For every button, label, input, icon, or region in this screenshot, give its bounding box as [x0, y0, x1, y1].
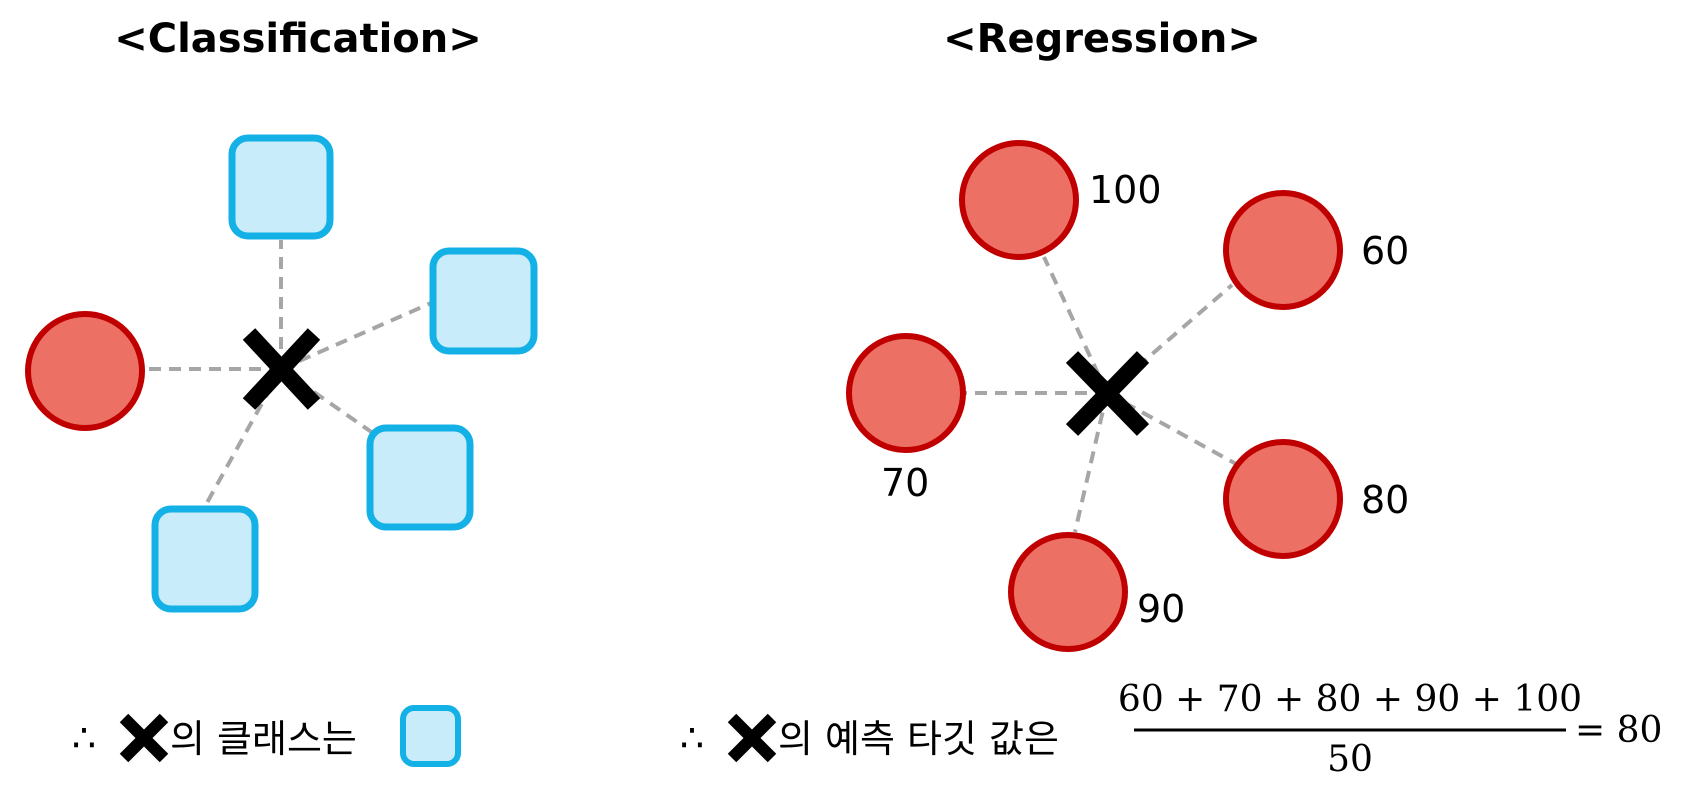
neighbor-circle-60 [1223, 190, 1343, 310]
classification-panel: <Classification> ∴ 의 클래스는 [25, 16, 538, 767]
regression-conclusion: ∴ 의 예측 타깃 값은 60 + 70 + 80 + 90 + 100 50 … [680, 679, 1662, 780]
x-icon [727, 713, 777, 763]
edge-to-square-right [280, 298, 439, 371]
formula-denominator: 50 [1327, 739, 1373, 780]
therefore-symbol: ∴ [72, 716, 96, 760]
class-circle-left [25, 311, 145, 431]
value-label-70: 70 [881, 461, 929, 505]
query-x-icon [1065, 351, 1150, 436]
formula-result: = 80 [1575, 710, 1662, 751]
neighbor-circle-70 [846, 333, 966, 453]
neighbor-circle-80 [1223, 439, 1343, 559]
average-formula: 60 + 70 + 80 + 90 + 100 50 = 80 [1118, 679, 1663, 780]
square-class-icon [400, 705, 461, 767]
edge-to-90 [1073, 392, 1109, 533]
classification-title: <Classification> [114, 16, 482, 62]
therefore-symbol: ∴ [680, 716, 704, 760]
class-square-lower-right [366, 424, 474, 531]
classification-conclusion: ∴ 의 클래스는 [72, 705, 461, 767]
class-square-right [429, 247, 538, 355]
class-square-top [228, 134, 334, 240]
value-label-80: 80 [1361, 478, 1409, 522]
x-icon [119, 713, 169, 763]
neighbor-circle-90 [1008, 532, 1128, 652]
class-square-bottom [151, 505, 259, 613]
neighbor-circle-100 [959, 140, 1079, 260]
value-label-90: 90 [1137, 587, 1185, 631]
value-label-100: 100 [1089, 168, 1162, 212]
value-label-60: 60 [1361, 229, 1409, 273]
query-x-icon [242, 328, 321, 410]
formula-numerator: 60 + 70 + 80 + 90 + 100 [1118, 679, 1582, 720]
regression-conclusion-text: 의 예측 타깃 값은 [778, 717, 1059, 761]
regression-panel: <Regression> 100 60 70 80 90 ∴ 의 [680, 16, 1662, 780]
classification-conclusion-text: 의 클래스는 [170, 717, 357, 761]
regression-title: <Regression> [943, 16, 1261, 62]
